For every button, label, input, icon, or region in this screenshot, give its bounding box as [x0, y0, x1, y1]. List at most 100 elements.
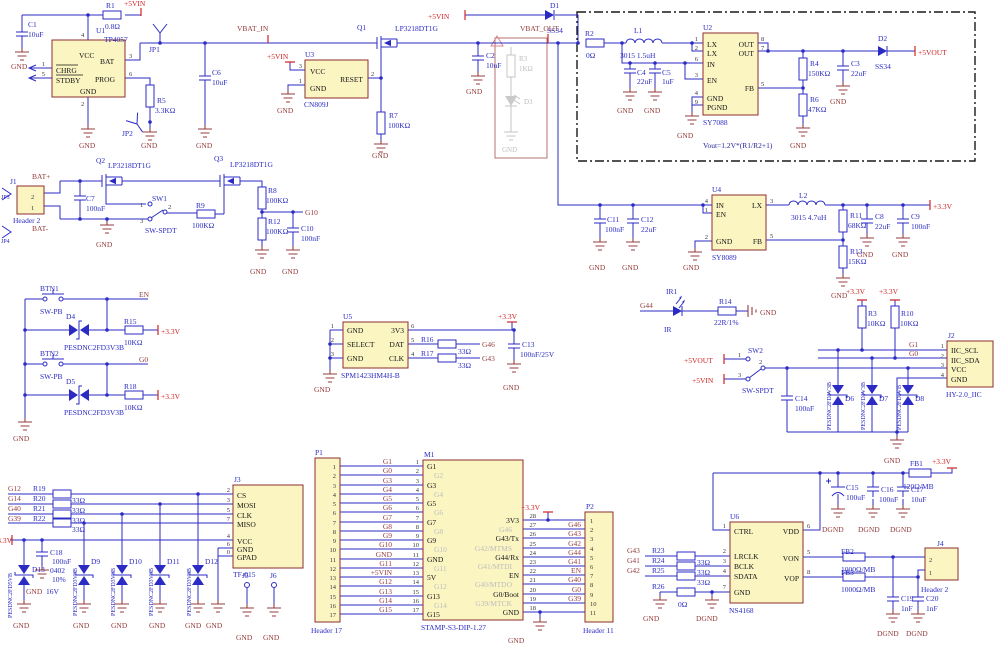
sw2-pin3	[745, 376, 751, 382]
pin-num: 5	[807, 549, 810, 556]
m1-num: 9	[416, 533, 419, 540]
r1-ref: R1	[106, 1, 115, 10]
u6-pin: GND	[734, 588, 751, 597]
gnd-symbol	[506, 359, 522, 373]
pin-num: 2	[759, 359, 762, 366]
r23-ref: R23	[652, 546, 665, 555]
m1-pin: 3V3	[506, 516, 519, 525]
p1-num: 12	[330, 566, 337, 573]
pin-num: 1	[723, 523, 726, 530]
dgnd-label: DGND	[906, 629, 928, 638]
gnd-symbol	[835, 273, 851, 287]
q3-ref: Q3	[214, 154, 223, 163]
gnd-symbol	[647, 87, 663, 101]
r3-val: 10KΩ	[867, 319, 886, 328]
m1-rnum: 20	[530, 587, 537, 594]
net-3v3: +3.3V	[879, 287, 899, 296]
p1-part: Header 17	[311, 626, 342, 635]
u4-pin: EN	[716, 210, 727, 219]
reset-block: +5VIN U3 VCC GND RESET 3 1 2 CN809J GND …	[267, 1, 579, 160]
net-g39: G39	[8, 514, 21, 523]
u3-part: CN809J	[304, 100, 329, 109]
j4-body	[924, 547, 959, 581]
p1-net: G3	[383, 476, 392, 485]
q1-ref: Q1	[357, 23, 366, 32]
net-g1: G1	[909, 340, 918, 349]
c7-capacitor	[73, 189, 87, 207]
net-vbat-out: VBAT_OUT	[520, 24, 559, 33]
r5-val: 3.3KΩ	[155, 106, 176, 115]
gnd-label: GND	[149, 621, 166, 630]
p1-net: G9	[383, 531, 392, 540]
m1-body	[422, 459, 524, 621]
c12-capacitor	[626, 212, 640, 230]
p2-net: G0	[572, 585, 581, 594]
r6-val: 47KΩ	[808, 105, 827, 114]
m1-num: 2	[416, 468, 419, 475]
c19-val: 1nF	[901, 604, 913, 613]
u3-pin-gnd: GND	[310, 84, 327, 93]
m1-num: 14	[413, 579, 420, 586]
net-g42: G42	[627, 566, 640, 575]
u3-pin-reset: RESET	[340, 75, 363, 84]
u5-pin: GND	[347, 326, 364, 335]
d2-ref: D2	[878, 34, 887, 43]
p1-body	[314, 457, 341, 623]
r10-val: 10KΩ	[900, 319, 919, 328]
c1-val: 10uF	[28, 30, 43, 39]
c19-capacitor	[886, 590, 900, 608]
i2c-block: +5VOUT +5VIN SW2 1 2 3 SW-SPDT C14 100nF…	[684, 287, 994, 465]
jp2-ref: JP2	[122, 129, 133, 138]
gnd-symbol	[152, 599, 168, 613]
u1-pin-bat: BAT	[100, 57, 115, 66]
gnd-label: GND	[196, 141, 213, 150]
r6-ref: R6	[810, 95, 819, 104]
jp3-ref: JP3	[1, 195, 10, 201]
m1-pin: 5V	[427, 573, 437, 582]
gnd-symbol	[592, 237, 608, 251]
m1-pin: G4	[434, 490, 443, 499]
gnd-label: GND	[141, 141, 158, 150]
q2-mosfet	[95, 173, 127, 189]
u2-pin: GND	[707, 94, 724, 103]
r9-ref: R9	[196, 201, 205, 210]
p2-num: 4	[590, 546, 594, 553]
pin-num: 4	[411, 351, 415, 358]
p1-num: 3	[333, 483, 336, 490]
u6-pin: LRCLK	[734, 552, 759, 561]
btn2-ref: BTN2	[40, 349, 59, 358]
d11-ref: D11	[167, 557, 180, 566]
d5-ref: D5	[66, 377, 75, 386]
gnd-symbol-gray	[503, 127, 519, 141]
m1-num: 13	[413, 570, 420, 577]
u5-ref: U5	[343, 312, 352, 321]
battery-block: J1 2 1 JP3 JP4 Header 2 BAT+ BAT- C7 100…	[1, 154, 320, 276]
c12-ref: C12	[641, 215, 654, 224]
dgnd-label: DGND	[890, 525, 912, 534]
p1-net: G12	[379, 577, 392, 586]
r24-ref: R24	[652, 556, 665, 565]
gnd-label: GND	[277, 106, 294, 115]
pin-num: 5	[42, 71, 45, 78]
m1-pin: G12	[434, 582, 447, 591]
c11-ref: C11	[607, 215, 619, 224]
c13-capacitor	[507, 337, 521, 355]
r2-val: 0Ω	[586, 51, 596, 60]
u4-ref: U4	[712, 185, 721, 194]
gnd-label: GND	[503, 383, 520, 392]
p1-net: G13	[379, 587, 392, 596]
net-3v3: +3.3V	[932, 457, 952, 466]
gnd-label: GND	[263, 633, 280, 642]
pin-num: 6	[695, 56, 699, 63]
net-g14: G14	[8, 494, 21, 503]
p1-num: 8	[333, 529, 336, 536]
r19-ref: R19	[33, 484, 46, 493]
d13-ref: D13	[32, 565, 45, 574]
junction-dots	[22, 13, 920, 614]
d1-ref: D1	[550, 1, 559, 10]
d3-gray-led	[505, 96, 517, 106]
gnd-label: GND	[466, 87, 483, 96]
net-3v3: +3.3V	[498, 312, 518, 321]
p1-num: 7	[333, 520, 337, 527]
u2-pin: FB	[745, 84, 754, 93]
